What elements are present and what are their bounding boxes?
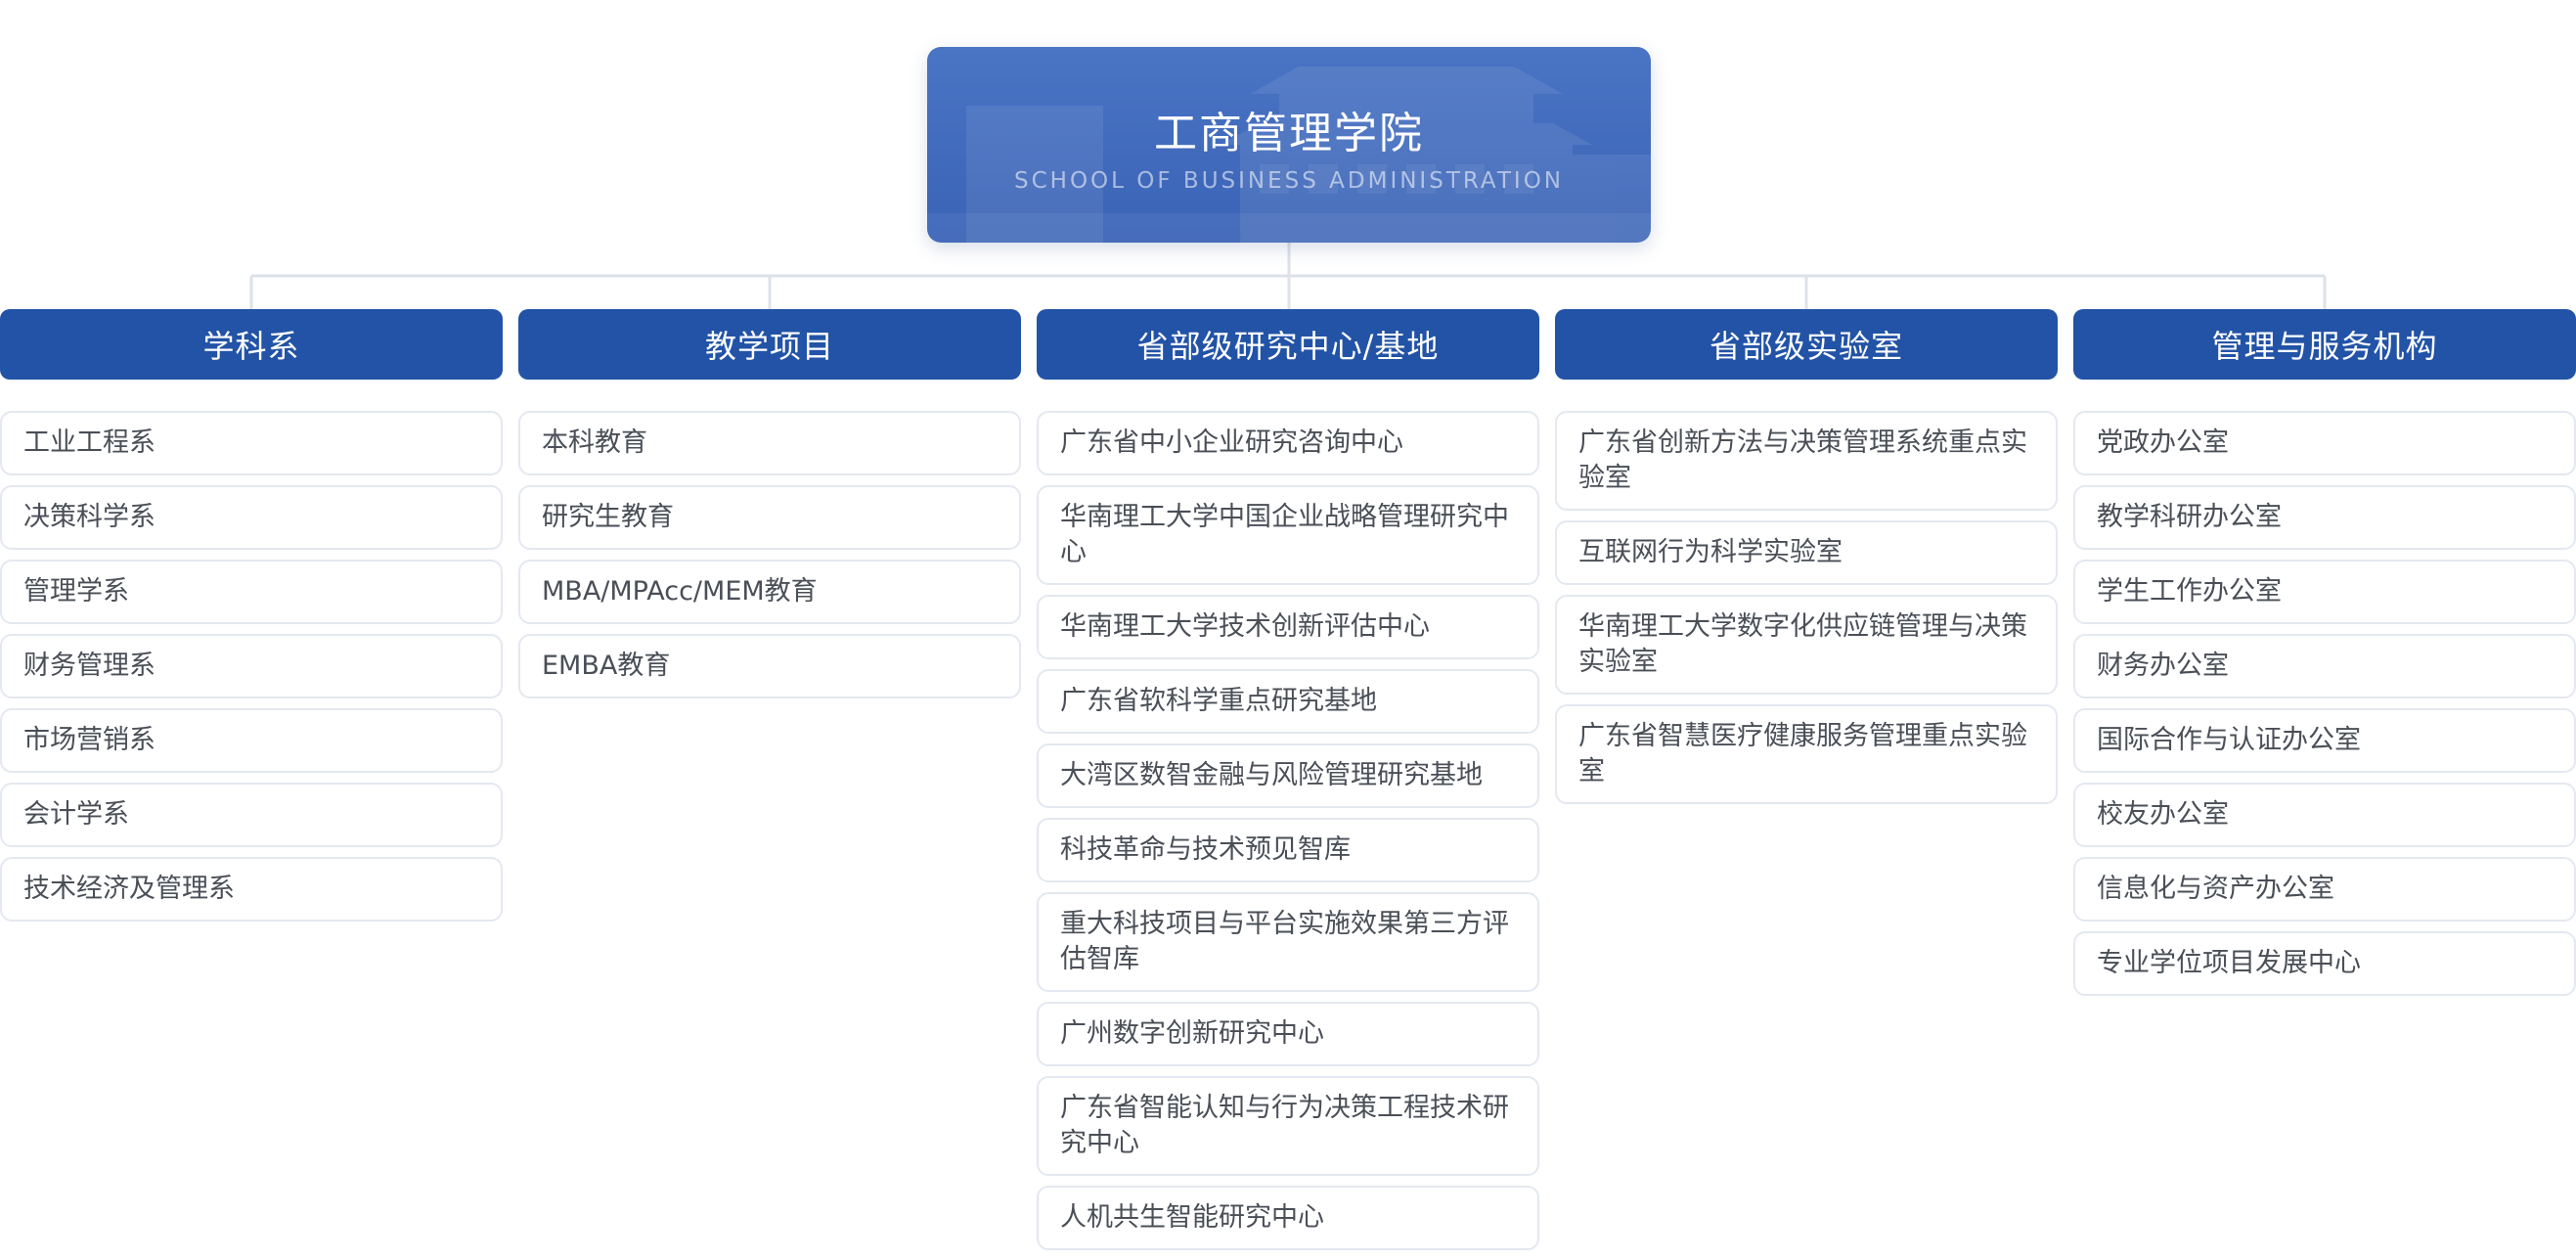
list-item[interactable]: 广东省软科学重点研究基地 (1037, 669, 1539, 734)
list-item[interactable]: 广东省智慧医疗健康服务管理重点实验室 (1555, 704, 2058, 804)
item-label: 华南理工大学技术创新评估中心 (1060, 611, 1430, 642)
item-label: 技术经济及管理系 (23, 874, 235, 904)
root-node: 工商管理学院 SCHOOL OF BUSINESS ADMINISTRATION (927, 47, 1651, 243)
column-laboratories: 省部级实验室 广东省创新方法与决策管理系统重点实验室 互联网行为科学实验室 华南… (1555, 309, 2058, 814)
item-label: 研究生教育 (542, 502, 674, 532)
column-header[interactable]: 省部级研究中心/基地 (1037, 309, 1539, 380)
item-label: 重大科技项目与平台实施效果第三方评估智库 (1060, 909, 1509, 974)
item-label: 教学科研办公室 (2097, 502, 2282, 532)
list-item[interactable]: 互联网行为科学实验室 (1555, 520, 2058, 585)
column-admin-offices: 管理与服务机构 党政办公室 教学科研办公室 学生工作办公室 财务办公室 国际合作… (2073, 309, 2576, 1006)
column-departments: 学科系 工业工程系 决策科学系 管理学系 财务管理系 市场营销系 会计学系 技术… (0, 309, 503, 931)
list-item[interactable]: 信息化与资产办公室 (2073, 857, 2576, 922)
item-label: 财务管理系 (23, 651, 155, 681)
item-label: EMBA教育 (542, 651, 671, 681)
list-item[interactable]: 技术经济及管理系 (0, 857, 503, 922)
list-item[interactable]: 广东省智能认知与行为决策工程技术研究中心 (1037, 1076, 1539, 1176)
item-label: 校友办公室 (2097, 799, 2229, 830)
list-item[interactable]: 重大科技项目与平台实施效果第三方评估智库 (1037, 892, 1539, 992)
column-header[interactable]: 省部级实验室 (1555, 309, 2058, 380)
list-item[interactable]: 党政办公室 (2073, 411, 2576, 475)
list-item[interactable]: 财务管理系 (0, 634, 503, 698)
column-header[interactable]: 管理与服务机构 (2073, 309, 2576, 380)
item-label: 国际合作与认证办公室 (2097, 725, 2361, 755)
list-item[interactable]: 广东省中小企业研究咨询中心 (1037, 411, 1539, 475)
item-label: 广东省智能认知与行为决策工程技术研究中心 (1060, 1093, 1509, 1158)
item-label: 会计学系 (23, 799, 129, 830)
list-item[interactable]: 人机共生智能研究中心 (1037, 1186, 1539, 1250)
list-item[interactable]: 学生工作办公室 (2073, 560, 2576, 624)
list-item[interactable]: 专业学位项目发展中心 (2073, 931, 2576, 996)
column-header[interactable]: 教学项目 (518, 309, 1021, 380)
list-item[interactable]: 科技革命与技术预见智库 (1037, 818, 1539, 882)
list-item[interactable]: 校友办公室 (2073, 783, 2576, 847)
list-item[interactable]: 大湾区数智金融与风险管理研究基地 (1037, 743, 1539, 808)
column-research-centers: 省部级研究中心/基地 广东省中小企业研究咨询中心 华南理工大学中国企业战略管理研… (1037, 309, 1539, 1260)
list-item[interactable]: 华南理工大学中国企业战略管理研究中心 (1037, 485, 1539, 585)
list-item[interactable]: 研究生教育 (518, 485, 1021, 550)
item-label: 管理学系 (23, 576, 129, 607)
root-subtitle: SCHOOL OF BUSINESS ADMINISTRATION (1013, 168, 1565, 194)
column-programs: 教学项目 本科教育 研究生教育 MBA/MPAcc/MEM教育 EMBA教育 (518, 309, 1021, 708)
item-label: 广东省中小企业研究咨询中心 (1060, 428, 1403, 458)
item-label: 财务办公室 (2097, 651, 2229, 681)
list-item[interactable]: 会计学系 (0, 783, 503, 847)
list-item[interactable]: 华南理工大学数字化供应链管理与决策实验室 (1555, 595, 2058, 695)
item-label: 互联网行为科学实验室 (1578, 537, 1843, 567)
item-label: 广东省创新方法与决策管理系统重点实验室 (1578, 428, 2027, 493)
item-label: 学生工作办公室 (2097, 576, 2282, 607)
item-label: 人机共生智能研究中心 (1060, 1202, 1324, 1233)
list-item[interactable]: 财务办公室 (2073, 634, 2576, 698)
building-background-image (927, 67, 1651, 243)
item-label: 广东省软科学重点研究基地 (1060, 686, 1377, 716)
list-item[interactable]: 广州数字创新研究中心 (1037, 1002, 1539, 1066)
list-item[interactable]: 决策科学系 (0, 485, 503, 550)
list-item[interactable]: MBA/MPAcc/MEM教育 (518, 560, 1021, 624)
item-label: 市场营销系 (23, 725, 155, 755)
item-label: 信息化与资产办公室 (2097, 874, 2334, 904)
item-label: 华南理工大学中国企业战略管理研究中心 (1060, 502, 1509, 567)
item-label: 广州数字创新研究中心 (1060, 1018, 1324, 1049)
item-label: 工业工程系 (23, 428, 155, 458)
item-label: 华南理工大学数字化供应链管理与决策实验室 (1578, 611, 2027, 677)
item-label: 科技革命与技术预见智库 (1060, 834, 1351, 865)
list-item[interactable]: 市场营销系 (0, 708, 503, 773)
column-header[interactable]: 学科系 (0, 309, 503, 380)
item-label: 本科教育 (542, 428, 647, 458)
item-label: 党政办公室 (2097, 428, 2229, 458)
item-label: 大湾区数智金融与风险管理研究基地 (1060, 760, 1483, 790)
list-item[interactable]: 本科教育 (518, 411, 1021, 475)
list-item[interactable]: 广东省创新方法与决策管理系统重点实验室 (1555, 411, 2058, 511)
item-label: MBA/MPAcc/MEM教育 (542, 576, 818, 607)
list-item[interactable]: 华南理工大学技术创新评估中心 (1037, 595, 1539, 659)
list-item[interactable]: 教学科研办公室 (2073, 485, 2576, 550)
list-item[interactable]: EMBA教育 (518, 634, 1021, 698)
list-item[interactable]: 工业工程系 (0, 411, 503, 475)
item-label: 决策科学系 (23, 502, 155, 532)
item-label: 专业学位项目发展中心 (2097, 948, 2361, 978)
item-label: 广东省智慧医疗健康服务管理重点实验室 (1578, 721, 2027, 787)
list-item[interactable]: 国际合作与认证办公室 (2073, 708, 2576, 773)
list-item[interactable]: 管理学系 (0, 560, 503, 624)
root-title: 工商管理学院 (1154, 109, 1424, 158)
